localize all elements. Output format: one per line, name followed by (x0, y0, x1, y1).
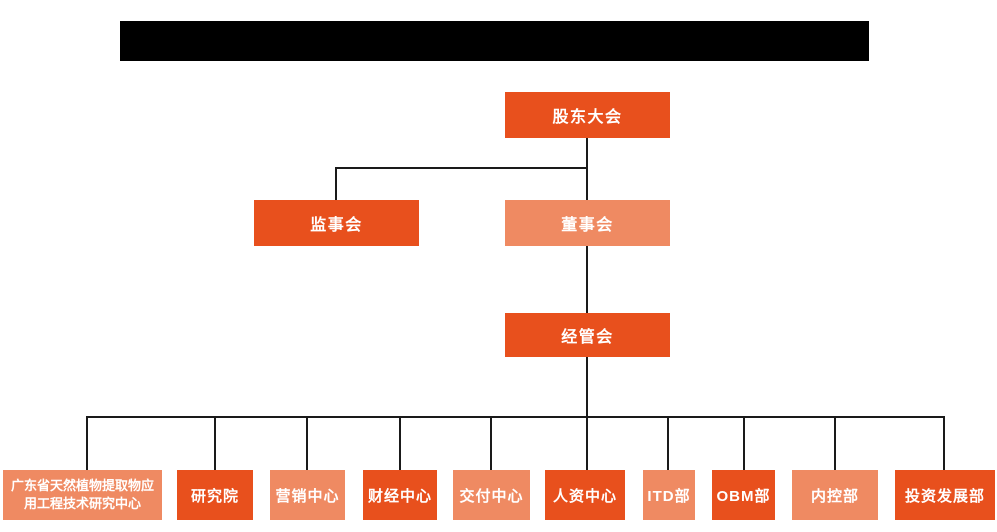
org-node-label: 董事会 (561, 217, 614, 234)
org-node-delivery-center: 交付中心 (453, 470, 530, 520)
org-node-label: 监事会 (310, 217, 363, 234)
org-node-internal-control-department: 内控部 (792, 470, 878, 520)
connector-drop-dept-7 (667, 416, 669, 470)
connector-drop-dept-5 (490, 416, 492, 470)
org-node-board-of-directors: 董事会 (505, 200, 670, 246)
org-node-label: 内控部 (810, 487, 859, 505)
connector-drop-dept-3 (306, 416, 308, 470)
org-node-research-institute: 研究院 (177, 470, 253, 520)
connector-drop-dept-1 (86, 416, 88, 470)
connector-drop-dept-9 (834, 416, 836, 470)
org-node-obm-department: OBM部 (712, 470, 775, 520)
org-node-label: 人资中心 (552, 487, 617, 505)
connector-branch-horizontal (335, 167, 588, 169)
org-node-label: 财经中心 (367, 487, 432, 505)
org-node-investment-development-department: 投资发展部 (895, 470, 995, 520)
org-node-itd-department: ITD部 (643, 470, 695, 520)
org-node-label: 广东省天然植物提取物应用工程技术研究中心 (10, 478, 154, 511)
org-node-label: 研究院 (190, 487, 239, 505)
org-node-shareholders-meeting: 股东大会 (505, 92, 670, 138)
org-node-label: 营销中心 (275, 487, 340, 505)
org-node-marketing-center: 营销中心 (270, 470, 345, 520)
connector-to-supervisors (335, 168, 337, 200)
connector-trunk-horizontal (86, 416, 945, 418)
org-node-label: 交付中心 (459, 487, 524, 505)
org-node-label: 投资发展部 (904, 487, 985, 505)
org-node-label: OBM部 (716, 487, 771, 505)
org-node-management-committee: 经管会 (505, 313, 670, 357)
org-node-hr-center: 人资中心 (545, 470, 625, 520)
org-node-label: 经管会 (561, 329, 614, 346)
connector-directors-to-management (586, 246, 588, 313)
org-node-research-center: 广东省天然植物提取物应用工程技术研究中心 (3, 470, 162, 520)
org-node-finance-center: 财经中心 (363, 470, 437, 520)
connector-drop-dept-8 (743, 416, 745, 470)
org-node-supervisory-board: 监事会 (254, 200, 419, 246)
redacted-title-bar (120, 21, 869, 61)
connector-drop-dept-10 (943, 416, 945, 470)
org-node-label: 股东大会 (552, 109, 623, 126)
connector-drop-dept-4 (399, 416, 401, 470)
org-node-label: ITD部 (647, 487, 691, 505)
connector-drop-dept-2 (214, 416, 216, 470)
connector-management-to-trunk (586, 356, 588, 470)
